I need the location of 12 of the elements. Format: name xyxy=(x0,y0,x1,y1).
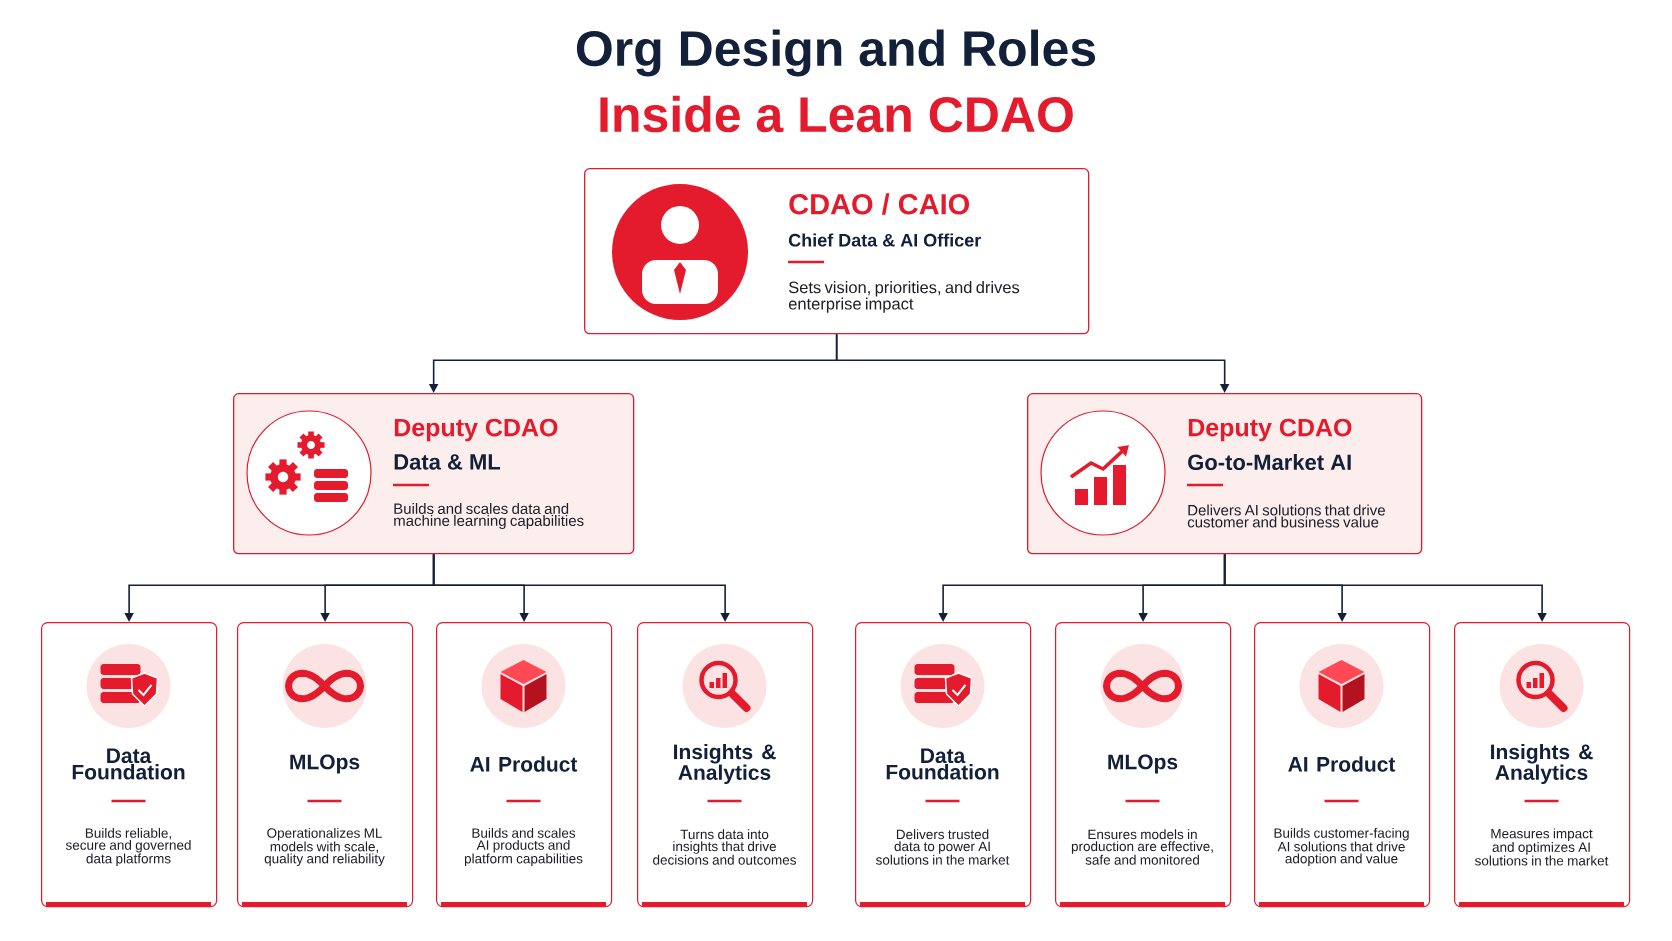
role-card: MLOps Operationalizes ML models with scale, quality and reliability xyxy=(237,622,414,908)
role-box: CDAO / CAIO Chief Data & AI Officer Sets vision, priorities, and drives enterprise impact xyxy=(584,168,1090,335)
title: Org Design and Roles xyxy=(576,29,1096,77)
role-card: Data Foundation Delivers trusted data to power AI solutions in the market xyxy=(855,622,1032,908)
role-card: AI Product Builds customer-facing AI solutions that drive adoption and value xyxy=(1254,622,1431,908)
role-card: Insights & Analytics Measures impact and optimizes AI solutions in the market xyxy=(1454,622,1631,908)
role-card: Insights & Analytics Turns data into insights that drive decisions and outcomes xyxy=(637,622,814,908)
role-box: Deputy CDAO Data & ML Builds and scales data and machine learning capabilities xyxy=(233,393,635,555)
role-card: AI Product Builds and scales AI products and platform capabilities xyxy=(436,622,613,908)
role-card: MLOps Ensures models in production are effective, safe and monitored xyxy=(1055,622,1232,908)
role-card: Data Foundation Builds reliable, secure and governed data platforms xyxy=(41,622,218,908)
role-box: Deputy CDAO Go-to-Market AI Delivers AI solutions that drive customer and business value xyxy=(1027,393,1423,555)
